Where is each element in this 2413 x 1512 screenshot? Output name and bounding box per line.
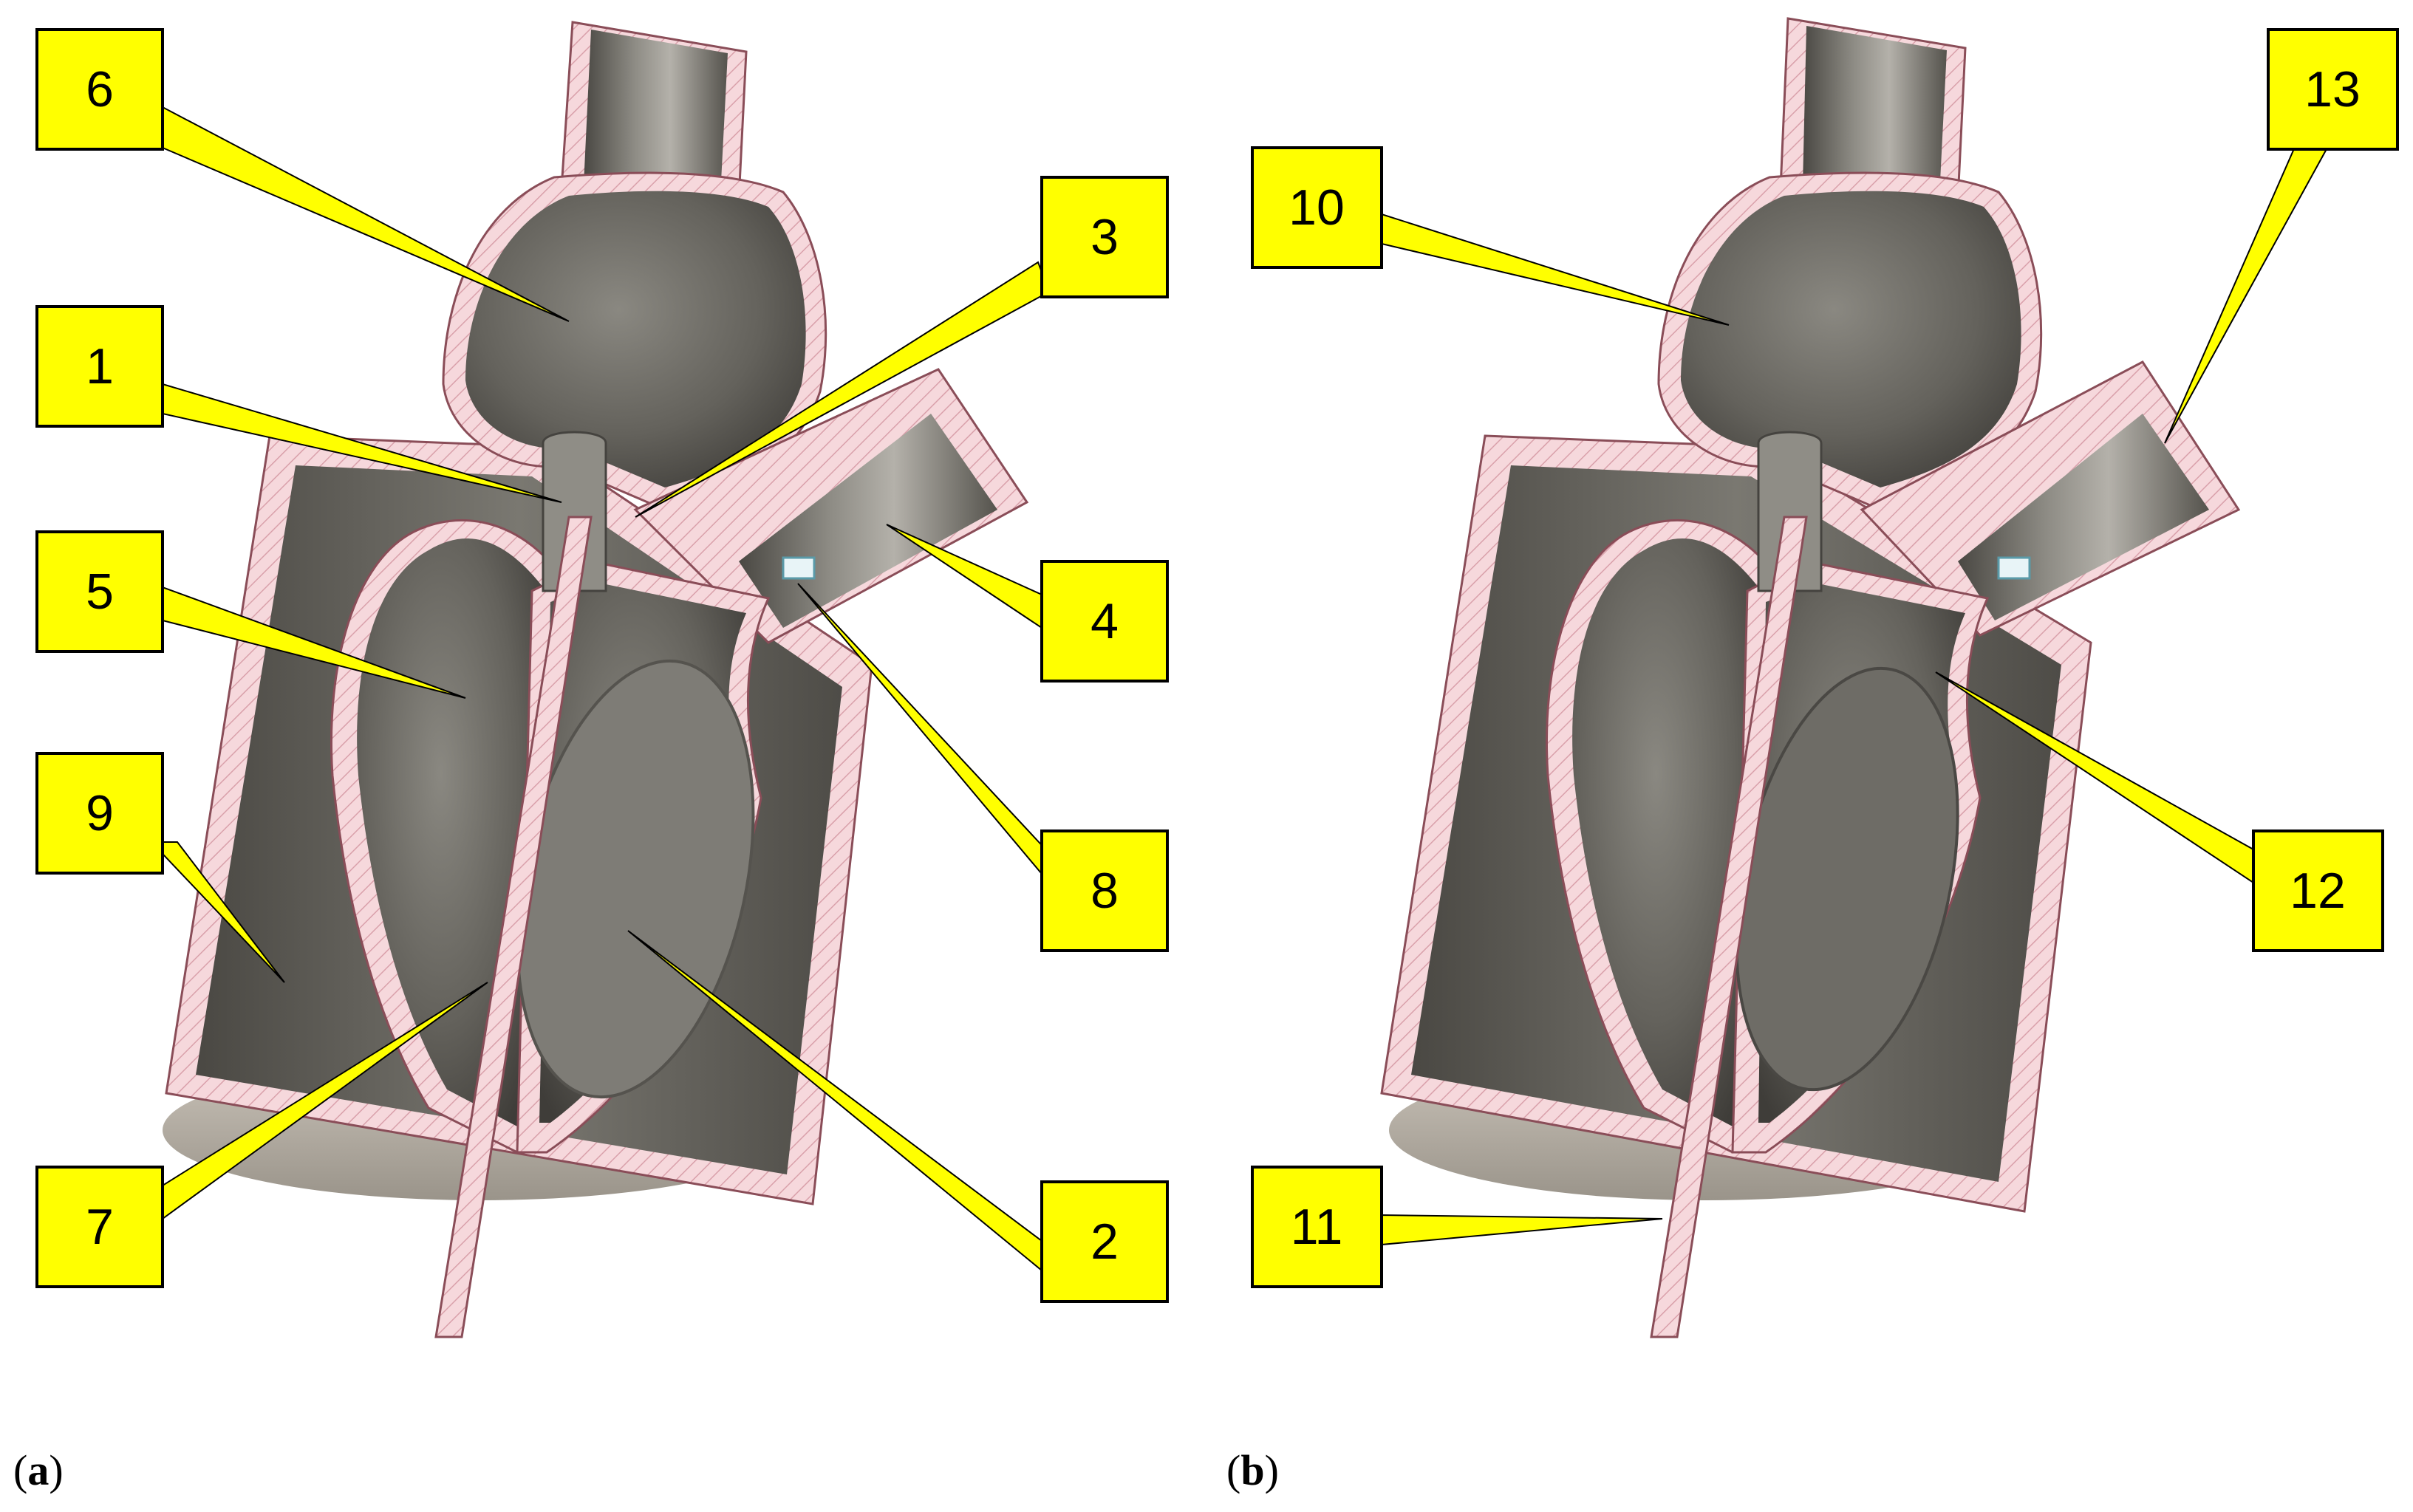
connector-valve	[542, 431, 607, 592]
panel-a-device-cross-section	[163, 21, 1029, 1338]
callout-1: 1	[35, 305, 164, 428]
sensor-chip	[782, 556, 816, 580]
leader-4	[886, 524, 1042, 629]
svg-text:9: 9	[86, 785, 114, 841]
svg-text:6: 6	[86, 61, 114, 117]
svg-text:4: 4	[1091, 593, 1119, 649]
panel-b-device-cross-section	[1380, 17, 2241, 1338]
panel-label-a: (a)	[13, 1446, 64, 1494]
callout-11: 11	[1251, 1166, 1383, 1288]
callout-4: 4	[1040, 560, 1169, 683]
svg-text:10: 10	[1289, 179, 1345, 236]
callout-5: 5	[35, 530, 164, 653]
callout-9: 9	[35, 752, 164, 875]
svg-text:1: 1	[86, 338, 114, 394]
panel-label-b: (b)	[1226, 1446, 1279, 1494]
leader-11	[1381, 1214, 1663, 1246]
upper-tube-b	[1779, 17, 1967, 201]
callout-10: 10	[1251, 146, 1383, 269]
connector-valve-b	[1757, 431, 1823, 592]
leader-lines	[149, 106, 2329, 1273]
svg-text:12: 12	[2290, 863, 2346, 919]
callout-3: 3	[1040, 176, 1169, 298]
callout-7: 7	[35, 1166, 164, 1288]
central-shaft	[434, 516, 593, 1338]
sensor-chip-b	[1997, 556, 2031, 580]
callout-8: 8	[1040, 829, 1169, 952]
upper-chamber-b	[1657, 171, 2043, 511]
callout-12: 12	[2252, 829, 2384, 952]
svg-text:7: 7	[86, 1199, 114, 1255]
svg-text:3: 3	[1091, 209, 1119, 265]
central-shaft-b	[1650, 516, 1808, 1338]
svg-text:5: 5	[86, 564, 114, 620]
svg-text:8: 8	[1091, 863, 1119, 919]
callout-13: 13	[2267, 28, 2399, 151]
leader-10	[1381, 213, 1730, 326]
svg-text:2: 2	[1091, 1214, 1119, 1270]
svg-text:13: 13	[2304, 61, 2361, 117]
leader-9	[149, 841, 285, 983]
leader-13	[2164, 139, 2329, 444]
callout-6: 6	[35, 28, 164, 151]
upper-tube	[560, 21, 748, 201]
callout-2: 2	[1040, 1180, 1169, 1303]
svg-text:11: 11	[1291, 1199, 1343, 1255]
